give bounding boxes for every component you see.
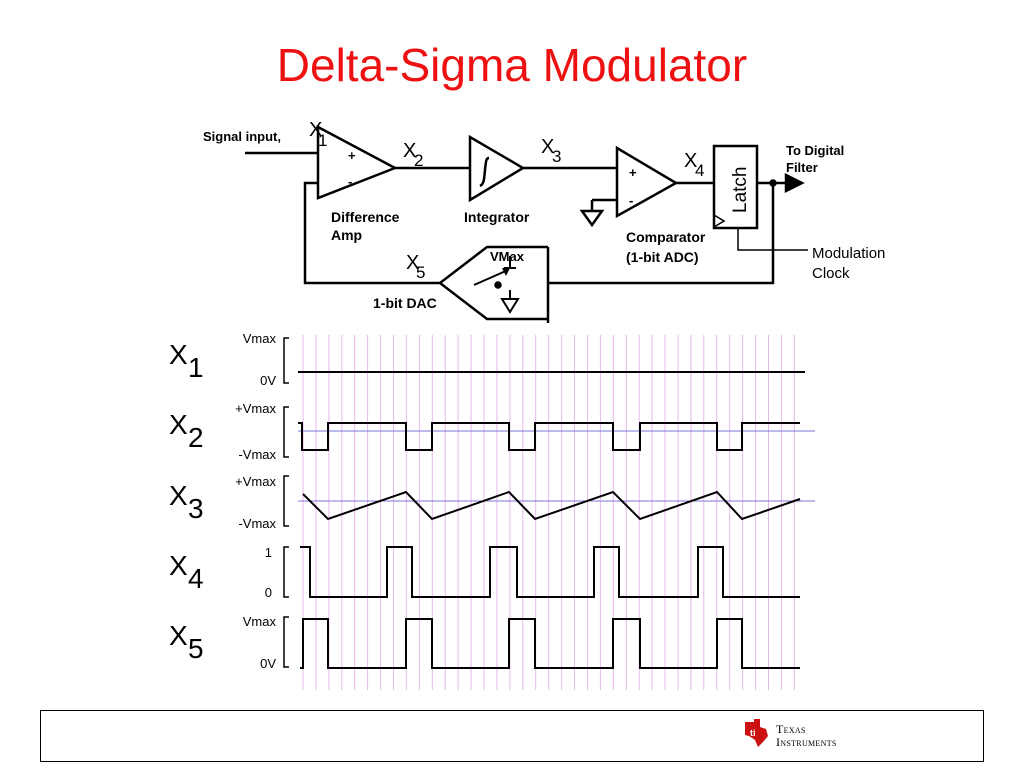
svg-text:2: 2	[414, 151, 423, 170]
diff-amp-plus: +	[348, 148, 356, 163]
difference-amp-label-2: Amp	[331, 227, 362, 243]
svg-text:1: 1	[318, 131, 327, 150]
row-subscript: 4	[188, 563, 204, 594]
row-subscript: 1	[188, 352, 204, 383]
to-digital-filter-label-2: Filter	[786, 160, 818, 175]
row-subscript: 5	[188, 633, 204, 664]
ti-wordmark-line-2: Instruments	[776, 735, 837, 749]
modulation-clock-label-1: Modulation	[812, 245, 885, 262]
x3-trace	[302, 490, 801, 521]
svg-text:4: 4	[695, 161, 704, 180]
row-bottom-label: -Vmax	[238, 447, 276, 462]
x5-node-label: X 5	[406, 252, 425, 282]
feedback-wire-left	[303, 181, 440, 285]
signal-input-label: Signal input,	[203, 129, 281, 144]
feedback-wire-right	[548, 183, 775, 285]
row-bottom-label: 0V	[260, 656, 276, 671]
row-name: X	[169, 620, 188, 651]
comparator-symbol	[615, 145, 679, 219]
x3-node-label: X 3	[541, 136, 561, 166]
footer-bar	[40, 710, 984, 762]
svg-text:X: X	[309, 119, 322, 141]
dac-ground-icon	[500, 298, 520, 314]
row-bottom-label: 0	[265, 585, 272, 600]
waveform-row-x1: X 1 Vmax 0V	[169, 331, 805, 388]
x2-trace	[298, 422, 800, 451]
comparator-label-1: Comparator	[626, 229, 706, 245]
ground-icon	[579, 209, 605, 228]
svg-text:3: 3	[552, 147, 561, 166]
x4-trace	[300, 546, 800, 598]
waveform-row-x4: X 4 1 0	[169, 545, 800, 600]
row-subscript: 2	[188, 422, 204, 453]
row-subscript: 3	[188, 493, 204, 524]
timing-grid	[302, 335, 795, 690]
svg-text:X: X	[403, 140, 416, 162]
ti-wordmark-line-1: Texas	[776, 722, 806, 736]
row-top-label: +Vmax	[235, 401, 276, 416]
latch-label: Latch	[730, 167, 751, 213]
row-top-label: Vmax	[243, 614, 277, 629]
waveform-rows: X 1 Vmax 0V X 2 +Vmax -Vmax X 3 +Vmax -V…	[169, 331, 815, 671]
row-name: X	[169, 480, 188, 511]
waveform-row-x2: X 2 +Vmax -Vmax	[169, 401, 815, 462]
modulation-clock-label-2: Clock	[812, 265, 850, 282]
output-arrow-icon	[784, 172, 805, 194]
dac-switch	[473, 269, 509, 286]
block-diagram	[245, 124, 808, 323]
svg-text:5: 5	[416, 263, 425, 282]
difference-amp-label-1: Difference	[331, 209, 400, 225]
row-name: X	[169, 550, 188, 581]
to-digital-filter-label-1: To Digital	[786, 143, 844, 158]
diff-amp-minus: -	[348, 174, 352, 189]
waveform-row-x5: X 5 Vmax 0V	[169, 614, 800, 671]
svg-text:X: X	[406, 252, 419, 274]
comparator-plus: +	[629, 165, 637, 180]
diagram-labels: Signal input, + - + - Difference Amp Int…	[203, 119, 885, 311]
svg-text:ti: ti	[750, 728, 756, 738]
row-bracket	[283, 406, 289, 458]
waveform-row-x3: X 3 +Vmax -Vmax	[169, 474, 815, 531]
row-bracket	[283, 546, 289, 598]
latch-box	[712, 144, 759, 230]
modulation-clock-wire	[737, 228, 808, 251]
clock-input-icon	[713, 214, 726, 228]
row-bracket	[283, 337, 289, 384]
row-top-label: 1	[265, 545, 272, 560]
row-bracket	[283, 475, 289, 527]
row-top-label: +Vmax	[235, 474, 276, 489]
row-bottom-label: -Vmax	[238, 516, 276, 531]
x5-trace	[300, 618, 800, 669]
row-name: X	[169, 339, 188, 370]
x4-node-label: X 4	[684, 150, 704, 180]
comparator-minus: -	[629, 193, 633, 208]
difference-amp-symbol	[316, 124, 398, 200]
row-top-label: Vmax	[243, 331, 277, 346]
row-name: X	[169, 409, 188, 440]
vmax-label: VMax	[490, 249, 525, 264]
texas-instruments-logo: ti Texas Instruments	[742, 718, 882, 752]
integrator-symbol	[468, 134, 526, 203]
dac-symbol	[437, 245, 548, 321]
integrator-label: Integrator	[464, 209, 530, 225]
page-title: Delta-Sigma Modulator	[276, 39, 748, 91]
svg-text:X: X	[541, 136, 554, 158]
x2-node-label: X 2	[403, 140, 423, 170]
x1-node-label: X 1	[309, 119, 327, 150]
row-bottom-label: 0V	[260, 373, 276, 388]
dac-label: 1-bit DAC	[373, 295, 437, 311]
svg-text:X: X	[684, 150, 697, 172]
integral-sign-icon	[479, 156, 490, 188]
comparator-label-2: (1-bit ADC)	[626, 249, 699, 265]
ti-state-icon: ti	[745, 719, 768, 747]
row-bracket	[283, 616, 289, 668]
